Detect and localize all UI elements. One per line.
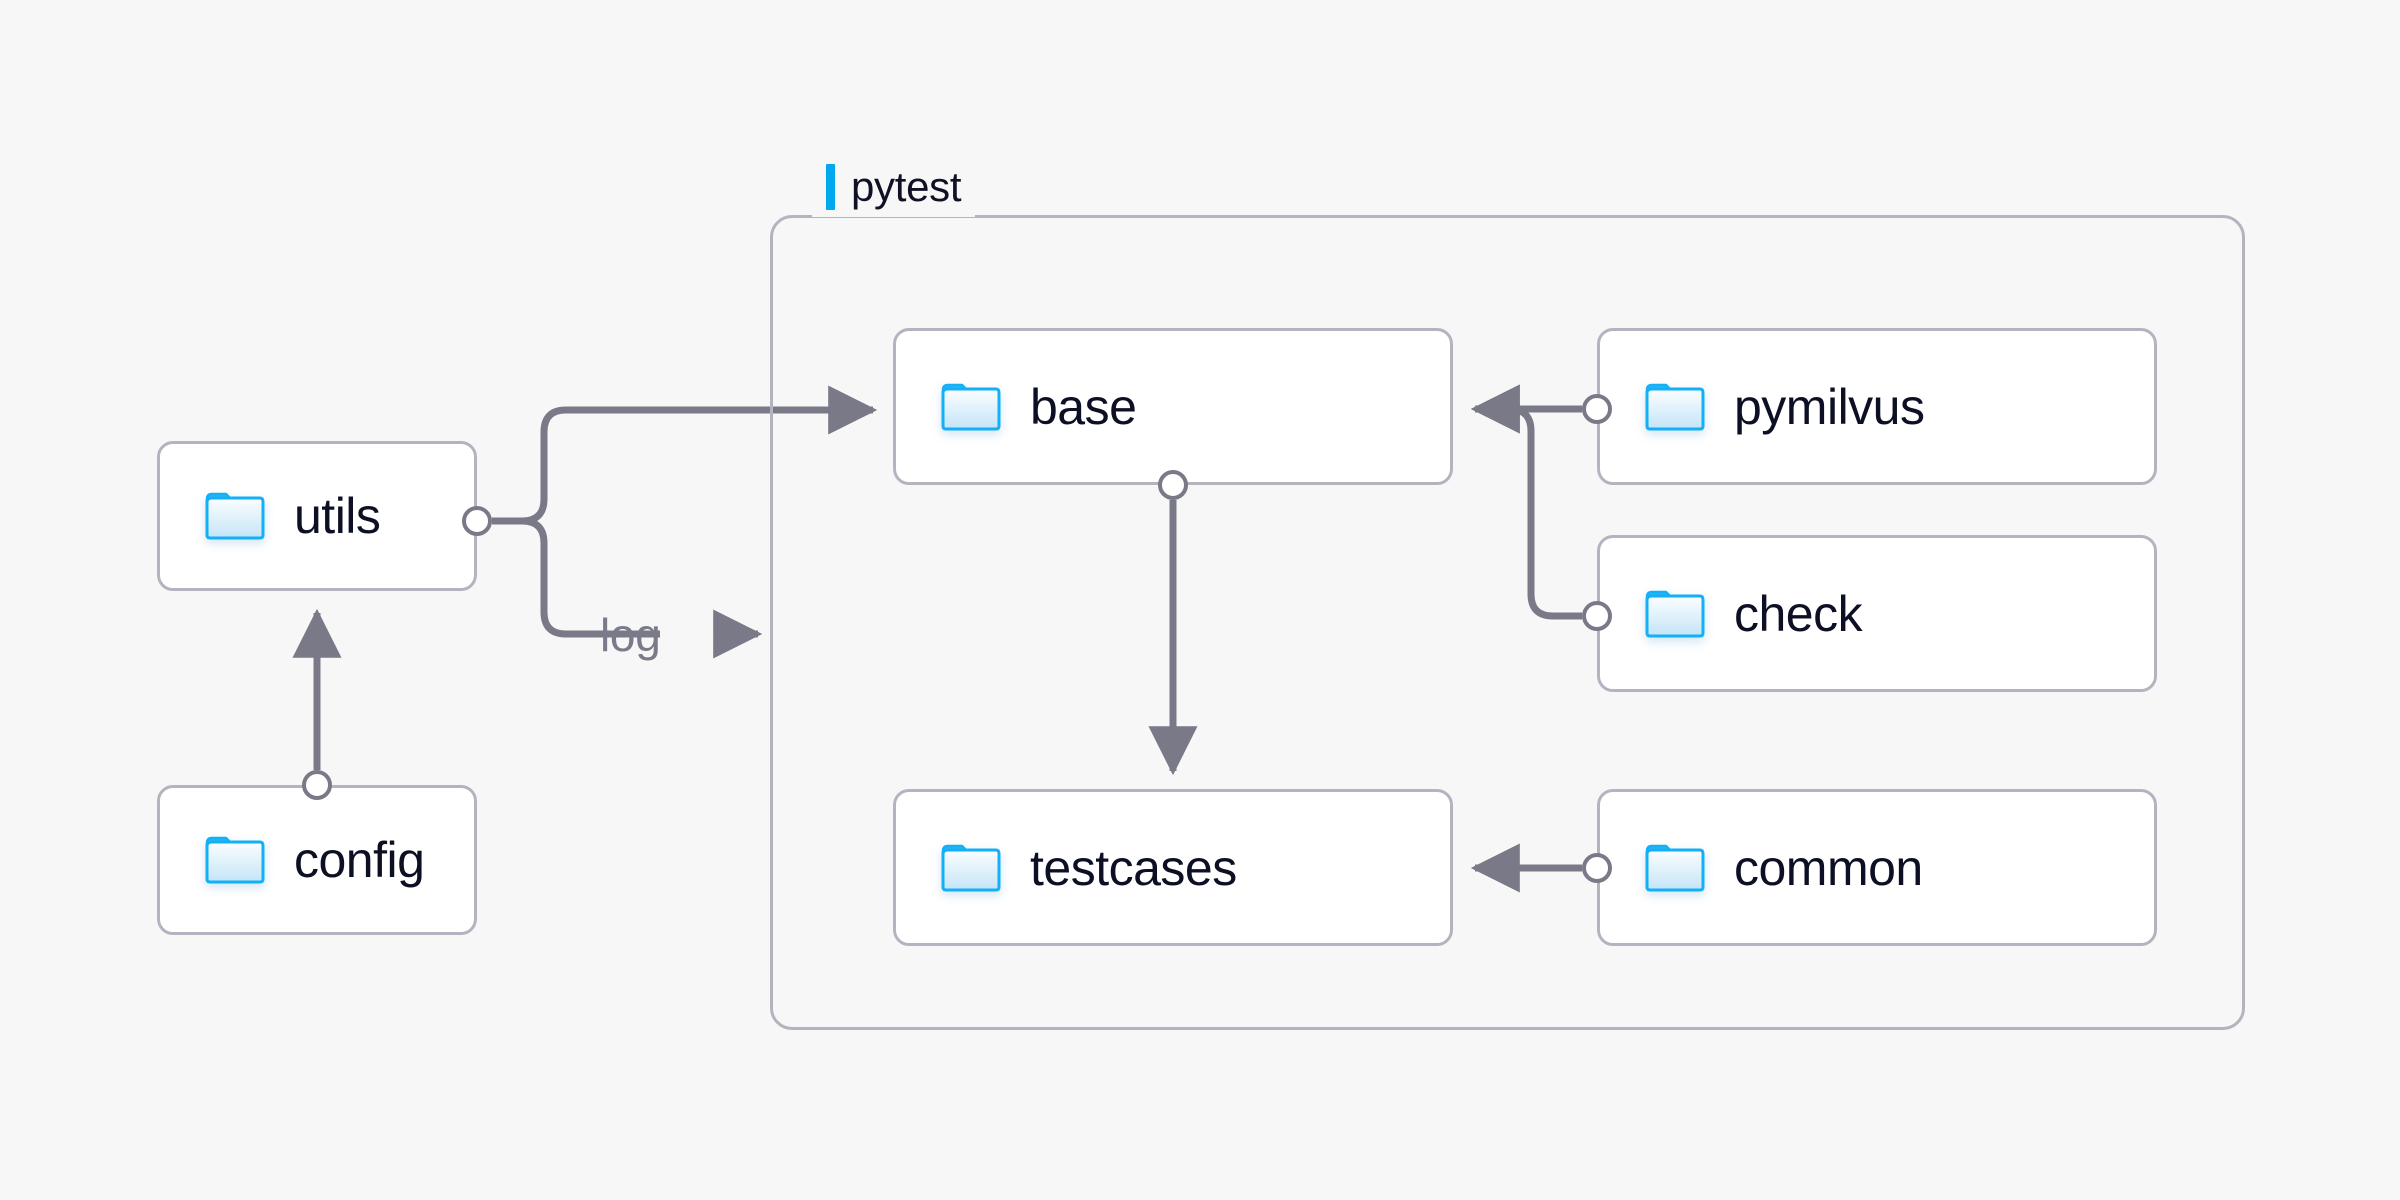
node-config[interactable]: config [157,785,477,935]
node-pymilvus-label: pymilvus [1734,378,1925,435]
node-common-label: common [1734,839,1923,896]
check-left-port[interactable] [1582,601,1612,631]
utils-right-port[interactable] [462,506,492,536]
pymilvus-left-port[interactable] [1582,394,1612,424]
node-pymilvus[interactable]: pymilvus [1597,328,2157,485]
folder-icon [1645,844,1705,891]
node-base-label: base [1030,378,1137,435]
folder-icon [205,836,265,884]
node-config-label: config [294,832,425,888]
node-utils-label: utils [294,488,381,544]
node-utils[interactable]: utils [157,441,477,591]
group-pytest[interactable] [770,215,2245,1030]
folder-icon [1645,590,1705,637]
base-bottom-port[interactable] [1158,470,1188,500]
accent-bar-icon [826,164,835,210]
folder-icon [941,383,1001,430]
group-pytest-label: pytest [812,157,976,217]
group-label-text: pytest [851,163,962,210]
config-top-port[interactable] [302,770,332,800]
folder-icon [1645,383,1705,430]
folder-icon [205,492,265,540]
node-testcases-label: testcases [1030,839,1237,896]
node-check[interactable]: check [1597,535,2157,692]
folder-icon [941,844,1001,891]
common-left-port[interactable] [1582,853,1612,883]
node-check-label: check [1734,585,1863,642]
edge-label-log: log [600,609,661,661]
node-testcases[interactable]: testcases [893,789,1453,946]
node-base[interactable]: base [893,328,1453,485]
node-common[interactable]: common [1597,789,2157,946]
